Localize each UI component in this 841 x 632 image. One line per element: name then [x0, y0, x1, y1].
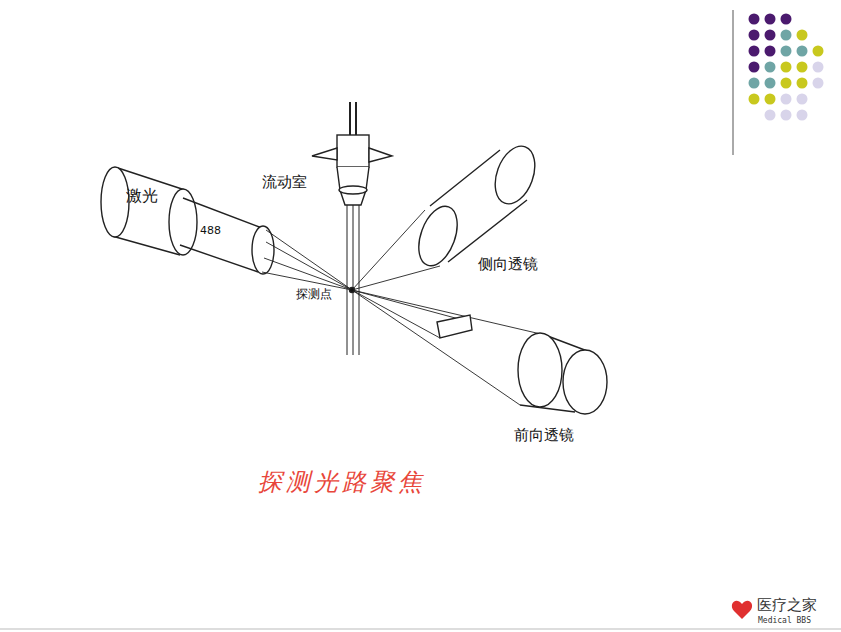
- decor-dot: [781, 14, 792, 25]
- decor-dot: [797, 30, 808, 41]
- decor-dot: [797, 110, 808, 121]
- decor-dot: [749, 14, 760, 25]
- watermark: Medical BBS: [758, 616, 811, 626]
- wavelength-label: 488: [200, 224, 221, 237]
- decor-dot: [765, 78, 776, 89]
- obscuration-bar: [437, 315, 472, 338]
- laser-front: [169, 189, 197, 255]
- decor-dot: [797, 78, 808, 89]
- side-lens: [411, 201, 464, 271]
- decor-dots: [749, 14, 824, 121]
- decor-dot: [781, 62, 792, 73]
- nozzle-rim: [339, 186, 367, 194]
- heart-logo: [732, 601, 752, 619]
- caption: 探测光路聚焦: [258, 468, 426, 497]
- inlet-rod: [350, 102, 356, 135]
- part-label: 探测点: [294, 287, 334, 301]
- decor-dot: [765, 62, 776, 73]
- chamber-wings: [312, 148, 392, 162]
- decor-dot: [781, 78, 792, 89]
- decor-dot: [781, 30, 792, 41]
- decor-dot: [749, 30, 760, 41]
- decor-dot: [749, 62, 760, 73]
- decor-dot: [781, 110, 792, 121]
- forward-lens: [518, 333, 562, 407]
- part-label: 流动室: [262, 173, 307, 191]
- decor-dot: [813, 78, 824, 89]
- decor-dot: [749, 94, 760, 105]
- optical-path: [101, 102, 607, 414]
- nozzle: [337, 167, 369, 205]
- chamber-body: [337, 135, 369, 167]
- decor-dot: [813, 46, 824, 57]
- decor-dot: [797, 62, 808, 73]
- forward-rays: [352, 290, 545, 405]
- sample-stream: [347, 205, 359, 355]
- divider-line: [733, 10, 734, 155]
- part-label: 激光: [126, 186, 158, 205]
- decor-dot: [765, 110, 776, 121]
- decor-dot: [749, 46, 760, 57]
- decor-dot: [781, 94, 792, 105]
- laser-back: [101, 167, 129, 237]
- decor-dot: [749, 78, 760, 89]
- decor-dot: [813, 62, 824, 73]
- side-lens-end: [488, 141, 542, 210]
- decor-dot: [765, 46, 776, 57]
- focused-beam: [262, 230, 352, 290]
- decor-dot: [765, 14, 776, 25]
- watermark: 医疗之家: [757, 596, 817, 614]
- detection-point: [350, 288, 355, 293]
- decor-dot: [781, 46, 792, 57]
- decor-dot: [765, 30, 776, 41]
- part-label: 侧向透镜: [478, 255, 538, 273]
- bottom-rule: [0, 629, 841, 630]
- decor-dot: [797, 46, 808, 57]
- part-label: 前向透镜: [514, 426, 574, 444]
- decor-dot: [765, 94, 776, 105]
- laser-beam: [180, 198, 262, 272]
- decor-dot: [797, 94, 808, 105]
- forward-lens-end: [563, 350, 607, 414]
